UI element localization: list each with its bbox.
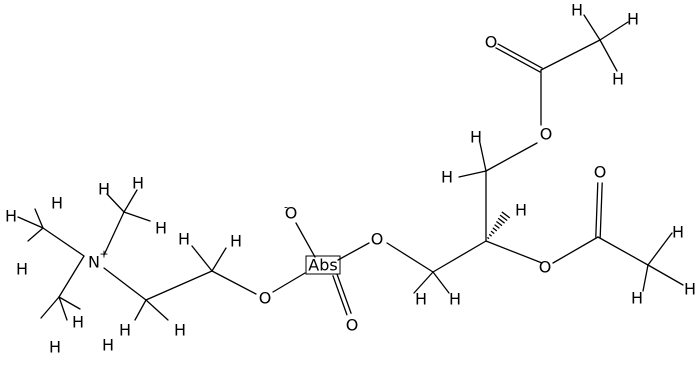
bond-ch-o [485,240,543,264]
hash-bond-stroke [487,237,490,240]
oxygen-atom-anionic: O [285,204,298,223]
bond-c-c [145,270,213,301]
bond-o-p [272,272,306,293]
bond-ch3-h [34,208,44,229]
hydrogen-atom: H [470,128,482,147]
oxygen-atom-upper-carbonyl: O [485,33,498,52]
hydrogen-atom: H [449,290,461,309]
hydrogen-atom: H [178,230,190,249]
hash-bond-stroke [501,211,511,219]
bond-p-doubleo [336,273,352,314]
bond-c-h [413,271,434,294]
hydrogen-atom: H [174,321,186,340]
hydrogen-atom: H [571,1,583,20]
bond-n-methyl1 [42,227,85,257]
phosphorus-abs-label: Abs [308,256,337,275]
hydrogen-atom: H [230,232,242,251]
oxygen-atom-ester-choline: O [259,289,272,308]
hash-bond-stroke [492,227,498,232]
abs-stereo-box [305,255,341,275]
bond-ch3-h [599,21,629,41]
bond-c-h [191,245,213,272]
hydrogen-atom: H [155,219,167,238]
bond-c-h [458,170,487,178]
bond-ch2-o [485,142,538,172]
bond-c-o [211,270,257,295]
bond-ch2-ch [432,240,487,273]
oxygen-atom-upper-ester: O [540,125,553,144]
hydrogen-atom: H [5,207,17,226]
bond-n-methyl3 [103,211,125,256]
hydrogen-atom: H [627,10,639,29]
hydrogen-atom: H [119,321,131,340]
bond-n-ch2a [103,267,147,301]
hash-bond-stroke [488,233,492,237]
hydrogen-atom: H [415,290,427,309]
hash-bond-stroke [494,224,500,229]
hash-bond-stroke [496,221,503,227]
bond-ch3-h [123,189,138,213]
hydrogen-atom: H [441,168,453,187]
hydrogen-atom: H [132,174,144,193]
hydrogen-atom: H [515,201,527,220]
bond-p-doubleo [332,275,348,316]
hash-bond-stroke [490,230,495,234]
bond-o-ch2 [386,242,434,273]
bond-c-doubleo [599,182,603,238]
oxygen-atom-ester-glycerol: O [371,230,384,249]
bond-c-h [211,247,227,272]
bond-ch3-h [27,227,44,242]
bond-ch3-h [647,264,684,286]
bond-ch3-h [17,216,44,229]
bond-ch3-h [58,296,81,310]
bond-c-h [432,271,450,294]
bond-p-ominus [295,222,316,258]
oxygen-atom-phosphoryl: O [346,316,359,335]
bonds [17,14,684,321]
hydrogen-atom: H [16,260,28,279]
hydrogen-atom: H [612,70,624,89]
bond-ch3-h [123,211,151,222]
hydrogen-atom: H [102,336,114,355]
hydrogen-atom: H [51,194,63,213]
hydrogen-atom: H [684,280,696,299]
hash-bond-stroke [499,214,508,221]
bond-ch3-h [58,296,68,321]
bond-c-h [134,299,147,321]
nitrogen-charge: + [99,248,108,261]
hydrogen-atom: H [49,338,61,357]
bond-c-ch3 [597,236,649,266]
nitrogen-atom: N [88,253,100,272]
bond-c-doubleo [495,47,541,73]
hydrogen-atom: H [98,180,110,199]
hydrogen-atom: H [72,313,84,332]
bond-ch3-h [642,264,649,292]
bond-ch3-h [583,14,601,41]
bond-ch3-h [647,232,673,266]
oxygen-atom-lower-ester: O [539,258,552,277]
bond-ch3-h [40,296,60,319]
oxygen-atom-lower-carbonyl: O [594,163,607,182]
bond-o-c [552,236,599,264]
bond-ch3-h [599,39,618,72]
bond-c-doubleo [497,43,543,69]
bond-c-h [479,142,487,172]
hydrogen-atom: H [672,223,684,242]
hash-bond-stroke [497,217,505,224]
hydrogen-atom: H [631,289,643,308]
bond-c-h [145,299,169,321]
bond-p-o [337,242,370,261]
bond-c-doubleo [595,182,599,238]
oxygen-charge: - [284,201,288,214]
bond-c-ch3 [540,39,601,71]
bond-ch3-h [106,193,125,213]
stereo-hash-bonds [487,211,511,240]
bond-n-methyl2 [58,255,85,298]
